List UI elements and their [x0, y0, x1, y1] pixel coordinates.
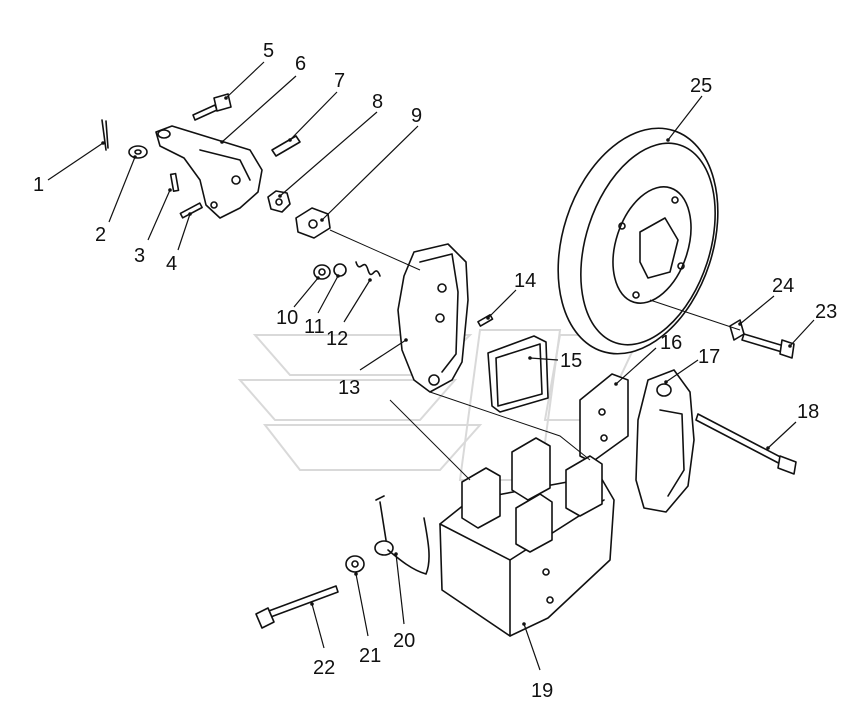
callout-15: 15	[528, 350, 582, 372]
brake-pad-part	[487, 335, 549, 413]
callout-5: 5	[224, 40, 274, 100]
callout-21: 21	[354, 572, 381, 667]
assembly-lines	[329, 229, 741, 481]
callout-14: 14	[486, 270, 536, 320]
callout-3: 3	[134, 188, 172, 267]
dowel-pin-part	[179, 202, 203, 219]
callout-25: 25	[666, 75, 712, 142]
callout-8-label: 8	[372, 91, 383, 113]
callout-8: 8	[278, 91, 383, 198]
callout-24: 24	[738, 275, 794, 326]
callout-19-label: 19	[531, 680, 553, 702]
small-pin-part	[169, 172, 180, 193]
torsion-spring-part	[374, 495, 430, 575]
callout-22: 22	[310, 602, 335, 679]
callout-14-label: 14	[514, 270, 536, 292]
cotter-pin-part	[101, 119, 109, 151]
callout-9: 9	[320, 105, 422, 222]
callout-1-label: 1	[33, 174, 44, 196]
callout-11: 11	[304, 274, 340, 338]
nut-and-washer-part	[313, 263, 347, 280]
callout-24-label: 24	[772, 275, 794, 297]
hex-nut-part	[267, 190, 291, 213]
callout-17: 17	[664, 346, 720, 384]
callout-18: 18	[766, 401, 819, 450]
callout-6-label: 6	[295, 53, 306, 75]
callout-3-label: 3	[134, 245, 145, 267]
callout-4-label: 4	[166, 253, 177, 275]
washer-part	[128, 145, 148, 159]
callout-6: 6	[220, 53, 306, 144]
callout-7-label: 7	[334, 70, 345, 92]
callout-2-label: 2	[95, 224, 106, 246]
callout-4: 4	[166, 212, 192, 275]
callout-20: 20	[393, 552, 415, 652]
callout-13: 13	[338, 338, 408, 399]
callout-1: 1	[33, 141, 105, 196]
callout-11-label: 11	[304, 316, 325, 338]
callout-9-label: 9	[411, 105, 422, 127]
callout-13-label: 13	[338, 377, 360, 399]
callout-16: 16	[614, 332, 682, 386]
long-bolt-part	[695, 413, 797, 475]
callout-7: 7	[288, 70, 345, 142]
callout-5-label: 5	[263, 40, 274, 62]
callout-12: 12	[326, 278, 372, 350]
callout-16-label: 16	[660, 332, 682, 354]
adjusting-nut-part	[295, 207, 331, 239]
callout-10-label: 10	[276, 307, 298, 329]
callout-22-label: 22	[313, 657, 335, 679]
bracket-part	[155, 125, 263, 219]
callout-18-label: 18	[797, 401, 819, 423]
bolt-22-part	[255, 585, 339, 629]
outer-shoe-part	[635, 369, 695, 513]
callout-25-label: 25	[690, 75, 712, 97]
callout-19: 19	[522, 622, 553, 702]
spring-part	[355, 261, 381, 277]
bolt-23-part	[741, 333, 795, 359]
callout-20-label: 20	[393, 630, 415, 652]
brake-pad-2-part	[579, 373, 629, 463]
brake-shoe-part	[397, 243, 469, 393]
callout-12-label: 12	[326, 328, 348, 350]
callout-23: 23	[788, 301, 837, 348]
callout-23-label: 23	[815, 301, 837, 323]
brake-disc	[557, 127, 719, 355]
guide-pin-part	[271, 135, 301, 157]
caliper-body-part	[439, 437, 615, 637]
callout-2: 2	[95, 155, 137, 246]
washer-2-part	[345, 555, 365, 573]
callout-10: 10	[276, 276, 320, 329]
callout-17-label: 17	[698, 346, 720, 368]
callout-21-label: 21	[359, 645, 381, 667]
callout-15-label: 15	[560, 350, 582, 372]
